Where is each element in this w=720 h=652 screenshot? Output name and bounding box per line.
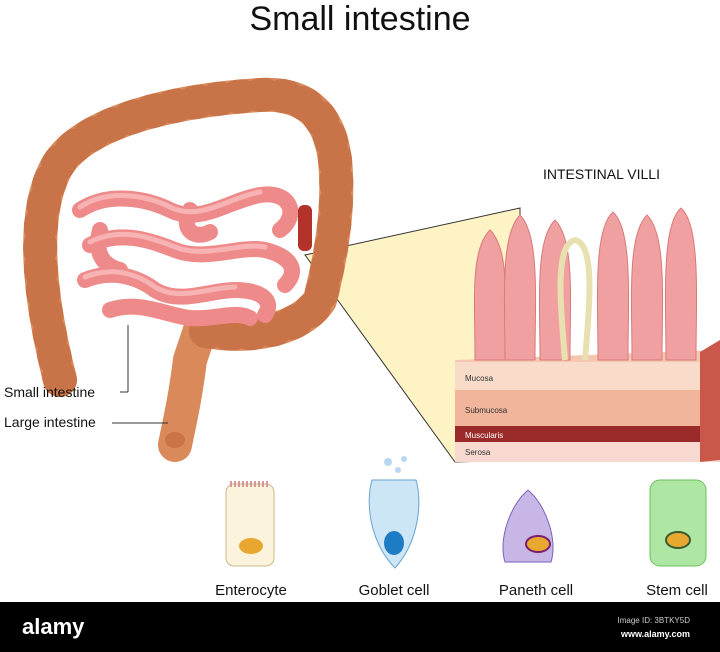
large-intestine	[23, 77, 354, 462]
small-intestine	[72, 186, 300, 327]
page-title: Small intestine	[249, 0, 471, 38]
large-intestine-label: Large intestine	[4, 414, 96, 430]
layer-submucosa: Submucosa	[465, 406, 508, 415]
brand-logo: alamy	[22, 614, 85, 639]
image-id: Image ID: 3BTKY5D	[617, 616, 690, 625]
small-intestine-highlight	[77, 189, 268, 297]
layer-mucosa: Mucosa	[465, 374, 494, 383]
villi-block	[455, 340, 720, 462]
paneth-cell	[502, 489, 554, 563]
small-intestine-label: Small intestine	[4, 384, 96, 400]
enterocyte-label: Enterocyte	[215, 582, 287, 599]
stem-cell-label: Stem cell	[646, 582, 708, 599]
goblet-cell	[368, 456, 420, 569]
paneth-cell-label: Paneth cell	[498, 582, 574, 599]
stem-cell	[649, 479, 707, 567]
goblet-cell-label: Goblet cell	[358, 582, 430, 599]
enterocyte-cell	[225, 481, 275, 567]
layer-serosa: Serosa	[465, 448, 491, 457]
villus-detail	[557, 236, 593, 361]
villi-title: INTESTINAL VILLI	[543, 166, 660, 182]
highlight-segment	[298, 205, 312, 251]
watermark-footer: alamy Image ID: 3BTKY5D www.alamy.com	[0, 602, 720, 652]
villi	[473, 207, 698, 361]
layer-muscularis: Muscularis	[465, 431, 504, 440]
site-url: www.alamy.com	[620, 629, 690, 639]
